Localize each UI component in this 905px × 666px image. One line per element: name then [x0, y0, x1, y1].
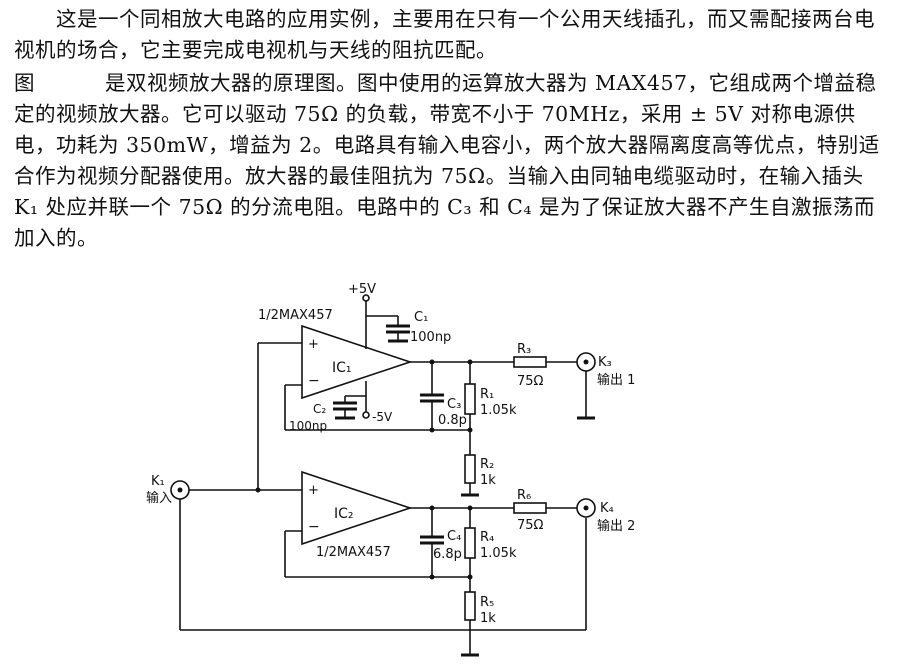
ic1-opamp	[301, 324, 413, 400]
c3-label: C₃	[447, 397, 461, 412]
r6-resistor	[513, 502, 547, 514]
r1-label: R₁	[480, 387, 494, 402]
k1-label: K₁	[151, 474, 165, 489]
c2-label: C₂	[313, 402, 326, 416]
intro-paragraph: 这是一个同相放大电路的应用实例，主要用在只有一个公用天线插孔，而又需配接两台电视…	[14, 7, 875, 62]
ic2-part-label: 1/2MAX457	[316, 545, 391, 560]
description-body: 是双视频放大器的原理图。图中使用的运算放大器为 MAX457，它组成两个增益稳定…	[14, 71, 880, 250]
ic1-plus: +	[308, 337, 319, 352]
r5-value: 1k	[480, 611, 496, 626]
ic2-opamp	[301, 470, 413, 546]
vplus-label: +5V	[348, 282, 376, 297]
r6-value: 75Ω	[517, 518, 544, 533]
c4-value: 6.8p	[433, 547, 462, 562]
k4-jack	[576, 498, 596, 518]
c2-value: 100np	[289, 419, 327, 433]
k4-label: K₄	[600, 501, 614, 516]
r6-label: R₆	[517, 488, 531, 503]
r3-resistor	[513, 356, 547, 368]
ic1-label: IC₁	[332, 360, 352, 376]
r1-resistor	[464, 383, 476, 415]
vminus-label: -5V	[372, 410, 393, 424]
c1-value: 100np	[410, 330, 451, 345]
figure-ref: 图	[14, 71, 35, 95]
vminus-terminal	[362, 411, 370, 419]
ic2-label: IC₂	[334, 506, 354, 522]
r2-label: R₂	[480, 457, 494, 472]
k1-input-label: 输入	[146, 490, 172, 506]
r1-value: 1.05k	[480, 403, 517, 418]
ic1-part-label: 1/2MAX457	[258, 308, 333, 323]
c4-label: C₄	[447, 529, 461, 544]
r4-label: R₄	[480, 530, 494, 545]
ic2-plus: +	[308, 483, 319, 498]
k3-label: K₃	[598, 355, 612, 370]
r3-label: R₃	[517, 342, 531, 357]
ic2-minus: −	[308, 519, 320, 535]
c1-label: C₁	[414, 310, 428, 325]
description-paragraph: 图是双视频放大器的原理图。图中使用的运算放大器为 MAX457，它组成两个增益稳…	[14, 68, 894, 254]
k3-output-label: 输出 1	[597, 372, 635, 388]
r2-value: 1k	[480, 473, 496, 488]
r5-label: R₅	[480, 595, 494, 610]
r5-resistor	[464, 591, 476, 621]
r4-resistor	[464, 527, 476, 559]
r3-value: 75Ω	[517, 374, 544, 389]
r2-resistor	[464, 454, 476, 484]
ic1-minus: −	[308, 373, 320, 389]
k4-output-label: 输出 2	[597, 518, 635, 534]
c3-value: 0.8p	[438, 413, 467, 428]
r4-value: 1.05k	[480, 546, 517, 561]
